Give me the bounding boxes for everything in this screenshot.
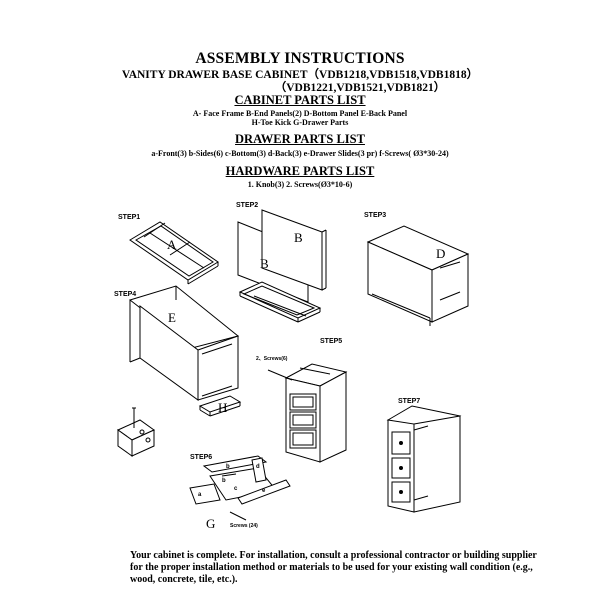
step2-label: STEP2 — [236, 202, 259, 209]
cabinet-parts-heading: CABINET PARTS LIST — [234, 93, 366, 107]
part-g: G — [206, 516, 216, 531]
step6-label: STEP6 — [190, 454, 213, 461]
drawer-parts-heading: DRAWER PARTS LIST — [235, 132, 365, 146]
part-b-small-2: b — [222, 478, 226, 484]
step4-label: STEP4 — [114, 291, 137, 298]
drawer-parts-line: a-Front(3) b-Sides(6) c-Bottom(3) d-Back… — [151, 149, 449, 158]
part-a-small: a — [198, 492, 202, 498]
part-d: D — [436, 246, 446, 261]
hardware-parts-line: 1. Knob(3) 2. Screws(Ø3*10-6) — [247, 180, 353, 189]
part-e-small: e — [262, 488, 266, 494]
part-b-small-1: b — [226, 464, 230, 470]
step3-label: STEP3 — [364, 212, 387, 219]
step5-cabinet — [267, 363, 348, 463]
step7-finished-cabinet — [386, 405, 462, 513]
step5-label: STEP5 — [320, 338, 343, 345]
part-h: H — [218, 400, 228, 415]
cabinet-parts-line-1: A- Face Frame B-End Panels(2) D-Bottom P… — [192, 109, 408, 118]
page-title: ASSEMBLY INSTRUCTIONS — [195, 50, 405, 67]
part-b-left: B — [260, 256, 269, 271]
step4-back-panel — [117, 285, 242, 457]
model-line-1: VANITY DRAWER BASE CABINET（VDB1218,VDB15… — [121, 69, 479, 81]
step2-end-panels — [237, 209, 327, 323]
part-c-small: c — [234, 486, 238, 492]
part-e: E — [168, 310, 176, 325]
step7-label: STEP7 — [398, 398, 421, 405]
part-a-face-frame: A — [167, 237, 177, 252]
step3-bottom-panel — [366, 225, 470, 326]
step6-screws-callout: Screws (24) — [230, 523, 258, 529]
step6-drawer-parts — [189, 455, 291, 521]
step5-screws-callout: 2、Screws(6) — [256, 356, 288, 362]
step1-label: STEP1 — [118, 214, 141, 221]
cabinet-parts-line-2: H-Toe Kick G-Drawer Parts — [251, 118, 349, 127]
model-line-2: （VDB1221,VDB1521,VDB1821） — [274, 82, 446, 94]
part-b-right: B — [294, 230, 303, 245]
part-d-small: d — [256, 464, 260, 470]
step1-face-frame — [129, 221, 219, 285]
hardware-parts-heading: HARDWARE PARTS LIST — [225, 164, 375, 178]
completion-note: Your cabinet is complete. For installati… — [130, 550, 537, 585]
